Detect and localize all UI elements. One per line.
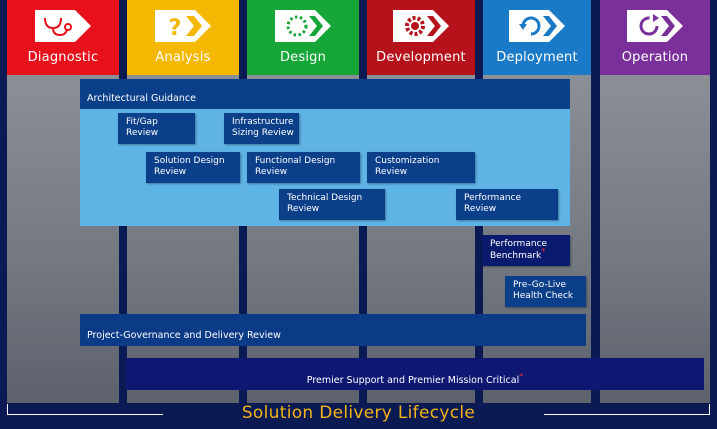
performance-review-box: Performance Review [456, 189, 558, 220]
cycle-arrows-icon [509, 10, 565, 42]
phase-label: Operation [621, 50, 689, 65]
phase-label: Diagnostic [27, 50, 99, 65]
phase-label: Development [376, 50, 466, 65]
star-marker: * [519, 372, 524, 381]
phase-analysis: ? Analysis [127, 0, 239, 75]
bracket-right-tick [709, 404, 710, 414]
customization-review-box: Customization Review [367, 152, 475, 183]
phase-design: Design [247, 0, 359, 75]
project-governance-band: Project-Governance and Delivery Review [80, 314, 586, 346]
stethoscope-icon [35, 10, 91, 42]
lifecycle-title: Solution Delivery Lifecycle [241, 403, 476, 423]
premier-support-label: Premier Support and Premier Mission Crit… [306, 375, 520, 386]
functional-design-review-box: Functional Design Review [247, 152, 360, 183]
project-governance-label: Project-Governance and Delivery Review [87, 330, 281, 341]
bracket-right-line [544, 414, 710, 415]
phase-development: Development [367, 0, 475, 75]
column-operation [600, 75, 710, 403]
bracket-left-tick [7, 404, 8, 414]
infrastructure-sizing-review-box: Infrastructure Sizing Review [224, 113, 299, 144]
star-marker: * [541, 247, 546, 256]
fit-gap-review-box: Fit/Gap Review [118, 113, 195, 144]
svg-text:?: ? [169, 16, 182, 41]
gear-icon [393, 10, 449, 42]
phase-label: Deployment [496, 50, 578, 65]
question-icon: ? [155, 10, 211, 42]
performance-benchmark-box: Performance Benchmark* [482, 235, 570, 266]
bracket-left-line [7, 414, 163, 415]
circular-arrow-icon [627, 10, 683, 42]
architectural-guidance-label: Architectural Guidance [87, 93, 196, 104]
phase-label: Design [279, 50, 327, 65]
phase-label: Analysis [155, 50, 211, 65]
phase-deployment: Deployment [483, 0, 591, 75]
phase-operation: Operation [600, 0, 710, 75]
solution-design-review-box: Solution Design Review [146, 152, 240, 183]
architectural-guidance-band: Architectural Guidance [80, 79, 570, 109]
dotted-circle-icon [275, 10, 331, 42]
health-check-box: Pre–Go-Live Health Check [505, 276, 586, 307]
phase-diagnostic: Diagnostic [7, 0, 119, 75]
technical-design-review-box: Technical Design Review [279, 189, 385, 220]
premier-support-band: Premier Support and Premier Mission Crit… [126, 358, 704, 390]
